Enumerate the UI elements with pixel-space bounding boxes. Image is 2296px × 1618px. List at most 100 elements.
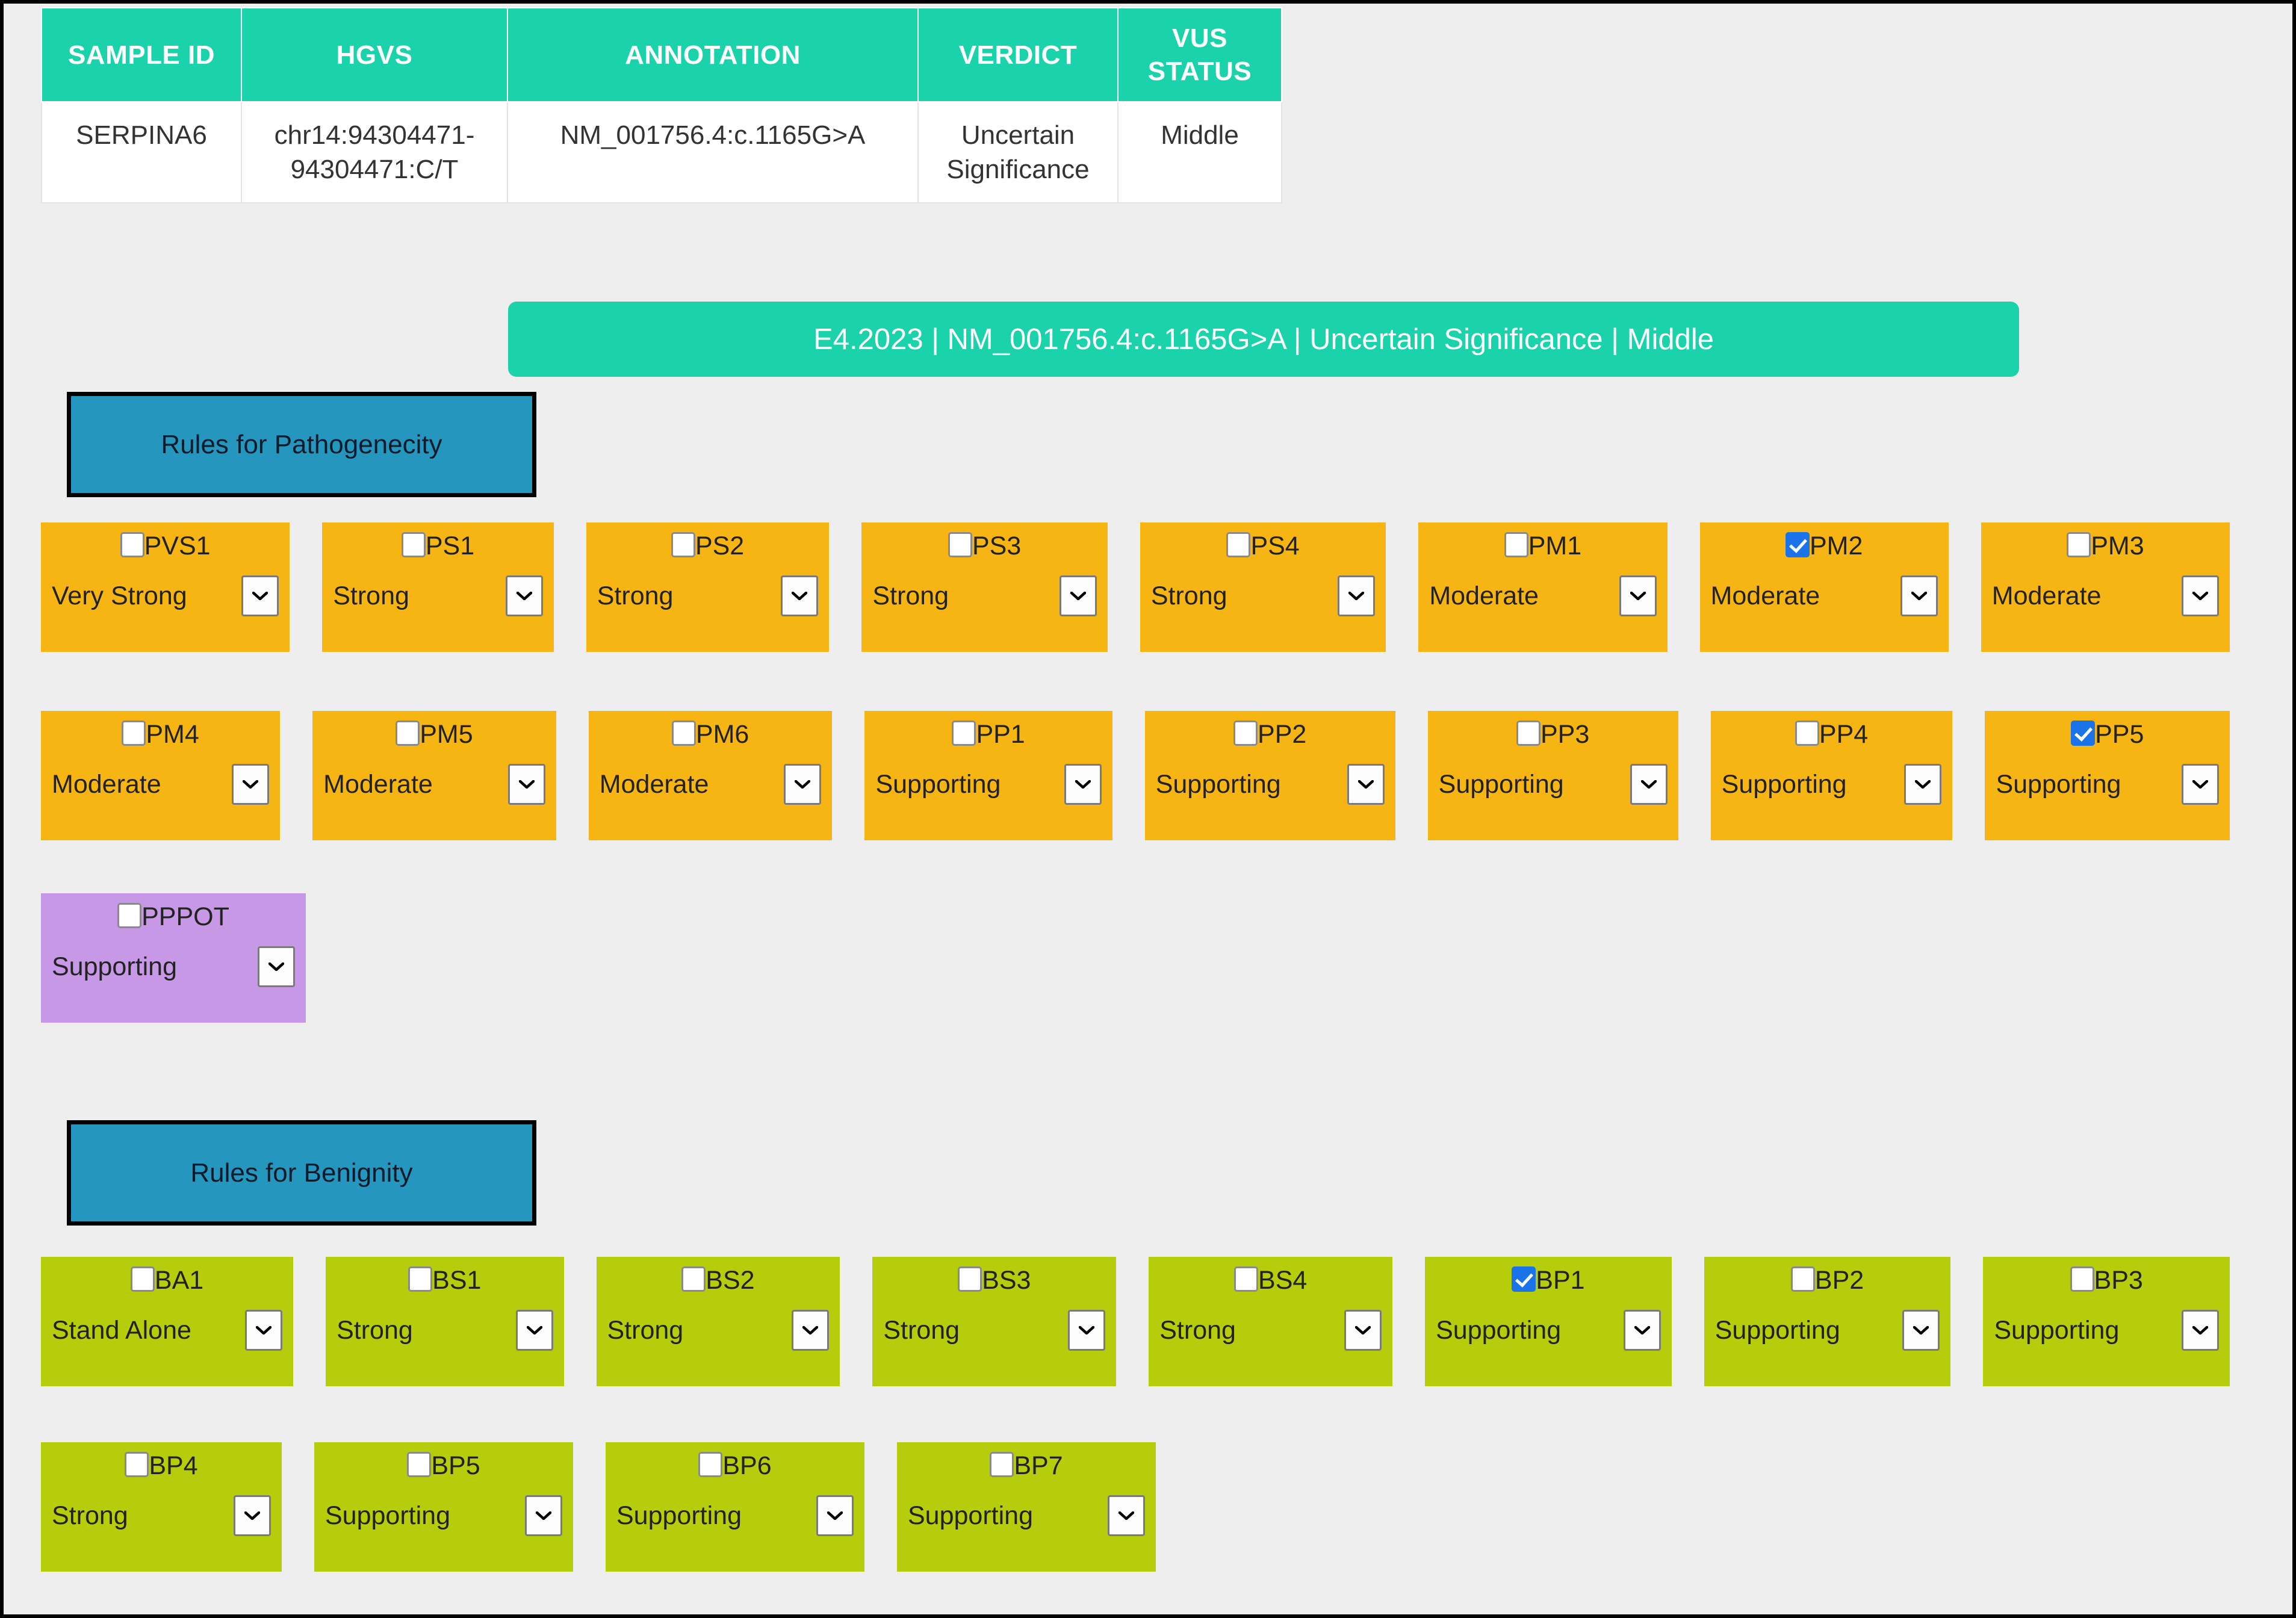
checkbox-icon-bs1[interactable]	[408, 1266, 433, 1292]
strength-dropdown-pm2[interactable]	[1900, 575, 1938, 616]
strength-dropdown-pm6[interactable]	[784, 764, 822, 805]
strength-dropdown-pvs1[interactable]	[241, 575, 279, 616]
strength-dropdown-bp3[interactable]	[2182, 1310, 2219, 1351]
rules-for-pathogenicity-button[interactable]: Rules for Pathogenecity	[67, 392, 536, 497]
checkbox-icon-pm5[interactable]	[396, 721, 420, 746]
rule-card-header: BP2	[1715, 1264, 1940, 1310]
strength-dropdown-bp6[interactable]	[816, 1495, 854, 1536]
strength-dropdown-pm5[interactable]	[507, 764, 545, 805]
rule-strength-selector[interactable]: Strong	[333, 575, 543, 616]
rule-strength-selector[interactable]: Very Strong	[52, 575, 279, 616]
checkbox-icon-pp5[interactable]	[2071, 721, 2096, 746]
strength-dropdown-bs3[interactable]	[1068, 1310, 1106, 1351]
strength-dropdown-pm3[interactable]	[2182, 575, 2220, 616]
rule-strength-selector[interactable]: Strong	[872, 575, 1097, 616]
checkbox-icon-bp2[interactable]	[1790, 1266, 1815, 1292]
rule-strength-selector[interactable]: Strong	[337, 1310, 553, 1351]
strength-dropdown-bp5[interactable]	[525, 1495, 562, 1536]
checkbox-icon-pvs1[interactable]	[120, 532, 144, 557]
checkbox-icon-pm4[interactable]	[122, 721, 146, 746]
strength-dropdown-pp3[interactable]	[1630, 764, 1668, 805]
rule-strength-selector[interactable]: Moderate	[1429, 575, 1657, 616]
checkbox-icon-pp1[interactable]	[952, 721, 976, 746]
rule-strength-selector[interactable]: Supporting	[908, 1495, 1145, 1536]
checkbox-icon-pp3[interactable]	[1516, 721, 1540, 746]
rule-strength-selector[interactable]: Strong	[597, 575, 819, 616]
strength-dropdown-pm4[interactable]	[232, 764, 270, 805]
strength-dropdown-bp2[interactable]	[1902, 1310, 1940, 1351]
strength-dropdown-bs1[interactable]	[515, 1310, 553, 1351]
strength-dropdown-ps1[interactable]	[505, 575, 543, 616]
rule-strength-selector[interactable]: Strong	[52, 1495, 271, 1536]
rule-strength-selector[interactable]: Strong	[883, 1310, 1106, 1351]
strength-dropdown-bp1[interactable]	[1623, 1310, 1661, 1351]
checkbox-icon-bp4[interactable]	[125, 1452, 149, 1477]
rule-strength-selector[interactable]: Moderate	[52, 764, 270, 805]
rule-strength-selector[interactable]: Strong	[1151, 575, 1376, 616]
checkbox-icon-bp6[interactable]	[698, 1452, 723, 1477]
checkbox-icon-pm2[interactable]	[1785, 532, 1810, 557]
checkbox-icon-bs3[interactable]	[958, 1266, 982, 1292]
strength-dropdown-pp5[interactable]	[2182, 764, 2219, 805]
checkbox-icon-pp4[interactable]	[1795, 721, 1819, 746]
rule-card-header: PM6	[600, 718, 822, 764]
checkbox-icon-pp2[interactable]	[1233, 721, 1258, 746]
checkbox-icon-bp1[interactable]	[1512, 1266, 1536, 1292]
checkbox-icon-pppot[interactable]	[117, 903, 142, 928]
rule-strength-selector[interactable]: Moderate	[323, 764, 545, 805]
strength-dropdown-ps4[interactable]	[1338, 575, 1376, 616]
strength-dropdown-ps2[interactable]	[781, 575, 819, 616]
checkbox-icon-ps3[interactable]	[948, 532, 972, 557]
checkbox-icon-pm1[interactable]	[1504, 532, 1528, 557]
strength-dropdown-pp1[interactable]	[1064, 764, 1102, 805]
rule-strength-selector[interactable]: Supporting	[52, 946, 295, 987]
strength-dropdown-bp7[interactable]	[1108, 1495, 1145, 1536]
strength-dropdown-ba1[interactable]	[245, 1310, 283, 1351]
checkbox-icon-ba1[interactable]	[130, 1266, 155, 1292]
checkbox-icon-bp7[interactable]	[990, 1452, 1014, 1477]
rule-strength-selector[interactable]: Supporting	[875, 764, 1102, 805]
rule-strength-selector[interactable]: Supporting	[1156, 764, 1385, 805]
strength-dropdown-bp4[interactable]	[234, 1495, 271, 1536]
strength-dropdown-bs2[interactable]	[792, 1310, 830, 1351]
rule-strength-selector[interactable]: Supporting	[1722, 764, 1942, 805]
strength-dropdown-pp4[interactable]	[1904, 764, 1942, 805]
strength-dropdown-bs4[interactable]	[1344, 1310, 1382, 1351]
checkbox-icon-pm6[interactable]	[671, 721, 696, 746]
rule-strength-selector[interactable]: Strong	[1159, 1310, 1382, 1351]
strength-dropdown-pp2[interactable]	[1347, 764, 1385, 805]
strength-dropdown-ps3[interactable]	[1059, 575, 1097, 616]
checkbox-icon-bp5[interactable]	[407, 1452, 432, 1477]
rule-strength-selector[interactable]: Supporting	[1439, 764, 1668, 805]
strength-dropdown-pppot[interactable]	[258, 946, 295, 987]
checkbox-icon-bs2[interactable]	[681, 1266, 706, 1292]
checkbox-icon-bs4[interactable]	[1234, 1266, 1259, 1292]
strength-dropdown-pm1[interactable]	[1619, 575, 1657, 616]
rule-strength-selector[interactable]: Moderate	[1711, 575, 1938, 616]
checkbox-icon-ps1[interactable]	[401, 532, 426, 557]
rule-strength-selector[interactable]: Strong	[607, 1310, 830, 1351]
rule-strength-selector[interactable]: Moderate	[1992, 575, 2220, 616]
rule-strength-selector[interactable]: Supporting	[1996, 764, 2219, 805]
rules-for-benignity-button[interactable]: Rules for Benignity	[67, 1120, 536, 1226]
rule-strength-selector[interactable]: Supporting	[616, 1495, 854, 1536]
rule-strength-value: Moderate	[52, 769, 161, 799]
checkbox-icon-ps2[interactable]	[671, 532, 695, 557]
rule-strength-selector[interactable]: Supporting	[1715, 1310, 1940, 1351]
rule-strength-selector[interactable]: Supporting	[1994, 1310, 2219, 1351]
rule-code-label: BP2	[1814, 1266, 1864, 1295]
rule-strength-selector[interactable]: Stand Alone	[52, 1310, 283, 1351]
rule-card-header: BP3	[1994, 1264, 2219, 1310]
rule-strength-selector[interactable]: Supporting	[1436, 1310, 1661, 1351]
rule-strength-selector[interactable]: Moderate	[600, 764, 822, 805]
checkbox-icon-bp3[interactable]	[2070, 1266, 2094, 1292]
checkbox-icon-pm3[interactable]	[2067, 532, 2091, 557]
rule-strength-selector[interactable]: Supporting	[325, 1495, 562, 1536]
rule-strength-value: Moderate	[1710, 581, 1820, 610]
checkbox-icon-ps4[interactable]	[1226, 532, 1251, 557]
